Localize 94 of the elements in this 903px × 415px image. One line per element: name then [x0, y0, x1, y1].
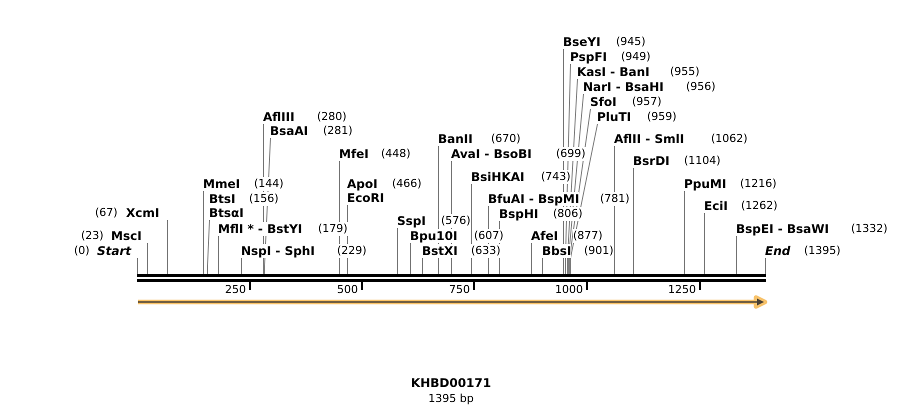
enzyme-name: AvaI - BsoBI — [451, 147, 532, 161]
enzyme-name: Bpu10I — [410, 229, 458, 243]
enzyme-name: PpuMI — [684, 177, 726, 191]
cut-position: (281) — [323, 124, 353, 138]
cut-position: (1104) — [684, 154, 721, 168]
enzyme-name: BfuAI - BspMI — [488, 192, 580, 206]
cut-position: (781) — [600, 192, 630, 206]
sequence-terminus-label: Start — [97, 244, 132, 258]
leader-line — [542, 258, 543, 274]
enzyme-name: EcoRI — [347, 191, 384, 205]
scale-label: 500 — [337, 284, 358, 296]
cut-position: (23) — [81, 229, 104, 243]
cut-position: (743) — [541, 170, 571, 184]
map-title: KHBD00171 — [410, 376, 492, 391]
leader-line — [614, 146, 615, 274]
enzyme-name: MmeI — [203, 177, 240, 191]
cut-position: (1332) — [851, 222, 888, 236]
cut-position: (156) — [249, 192, 279, 206]
leader-line — [765, 258, 766, 274]
leader-line — [397, 228, 398, 274]
leader-line — [704, 212, 705, 274]
enzyme-name: MflI * - BstYI — [218, 222, 302, 236]
leader-line — [633, 168, 634, 274]
enzyme-name: NarI - BsaHI — [583, 80, 664, 94]
enzyme-name: MscI — [111, 229, 142, 243]
scale-label: 1000 — [555, 284, 583, 296]
cut-position: (607) — [474, 229, 504, 243]
cut-position: (1262) — [741, 199, 778, 213]
leader-line — [736, 236, 737, 274]
enzyme-name: BsrDI — [633, 154, 670, 168]
cut-position: (956) — [686, 80, 716, 94]
leader-line — [422, 258, 423, 274]
cut-position: (1216) — [740, 177, 777, 191]
cut-position: (1062) — [711, 132, 748, 146]
enzyme-name: AfeI — [531, 229, 558, 243]
cut-position: (670) — [491, 132, 521, 146]
cut-position: (0) — [74, 244, 90, 258]
enzyme-name: BspEI - BsaWI — [736, 222, 829, 236]
enzyme-name: SspI — [397, 214, 426, 228]
enzyme-name: SfoI — [590, 95, 617, 109]
enzyme-name: AflII - SmlI — [614, 132, 684, 146]
enzyme-name: BtsαI — [209, 206, 244, 220]
leader-line — [531, 242, 532, 274]
enzyme-name: KasI - BanI — [577, 65, 650, 79]
cut-position: (466) — [392, 177, 422, 191]
cut-position: (955) — [670, 65, 700, 79]
cut-position: (945) — [616, 35, 646, 49]
scale-label: 750 — [449, 284, 470, 296]
leader-line — [147, 242, 148, 274]
cut-position: (144) — [254, 177, 284, 191]
cut-position: (959) — [647, 110, 677, 124]
enzyme-name: BseYI — [563, 35, 601, 49]
leader-line — [241, 258, 242, 274]
enzyme-name: BspHI — [499, 207, 538, 221]
cut-position: (806) — [553, 207, 583, 221]
enzyme-name: PluTI — [597, 110, 632, 124]
enzyme-name: BanII — [438, 132, 473, 146]
enzyme-name: BsaAI — [270, 124, 308, 138]
cut-position: (179) — [318, 222, 348, 236]
enzyme-name: MfeI — [339, 147, 369, 161]
sequence-terminus-label: End — [765, 244, 790, 258]
enzyme-name: BtsI — [209, 192, 236, 206]
enzyme-name: XcmI — [126, 206, 160, 220]
enzyme-name: ApoI — [347, 177, 378, 191]
cut-position: (229) — [337, 244, 367, 258]
scale-label: 1250 — [668, 284, 696, 296]
cut-position: (699) — [556, 147, 586, 161]
leader-line — [137, 258, 138, 274]
cut-position: (448) — [381, 147, 411, 161]
leader-line — [167, 220, 168, 274]
cut-position: (67) — [95, 206, 118, 220]
cut-position: (633) — [471, 244, 501, 258]
enzyme-name: BstXI — [422, 244, 458, 258]
enzyme-name: AflIII — [263, 110, 295, 124]
sequence-length: 1395 bp — [428, 392, 474, 405]
cut-position: (877) — [573, 229, 603, 243]
enzyme-name: NspI - SphI — [241, 244, 315, 258]
cut-position: (957) — [632, 95, 662, 109]
leader-line — [410, 242, 411, 274]
enzyme-name: BbsI — [542, 244, 572, 258]
leader-line — [203, 190, 204, 274]
leader-line — [684, 190, 685, 274]
enzyme-name: BsiHKAI — [471, 170, 524, 184]
scale-label: 250 — [225, 284, 246, 296]
dna-backbone — [137, 274, 766, 282]
enzyme-name: EciI — [704, 199, 728, 213]
cut-position: (901) — [584, 244, 614, 258]
leader-line — [207, 220, 210, 274]
cut-position: (576) — [441, 214, 471, 228]
enzyme-name: PspFI — [570, 50, 607, 64]
leader-line — [218, 236, 219, 274]
cut-position: (949) — [621, 50, 651, 64]
cut-position: (280) — [317, 110, 347, 124]
cut-position: (1395) — [804, 244, 841, 258]
